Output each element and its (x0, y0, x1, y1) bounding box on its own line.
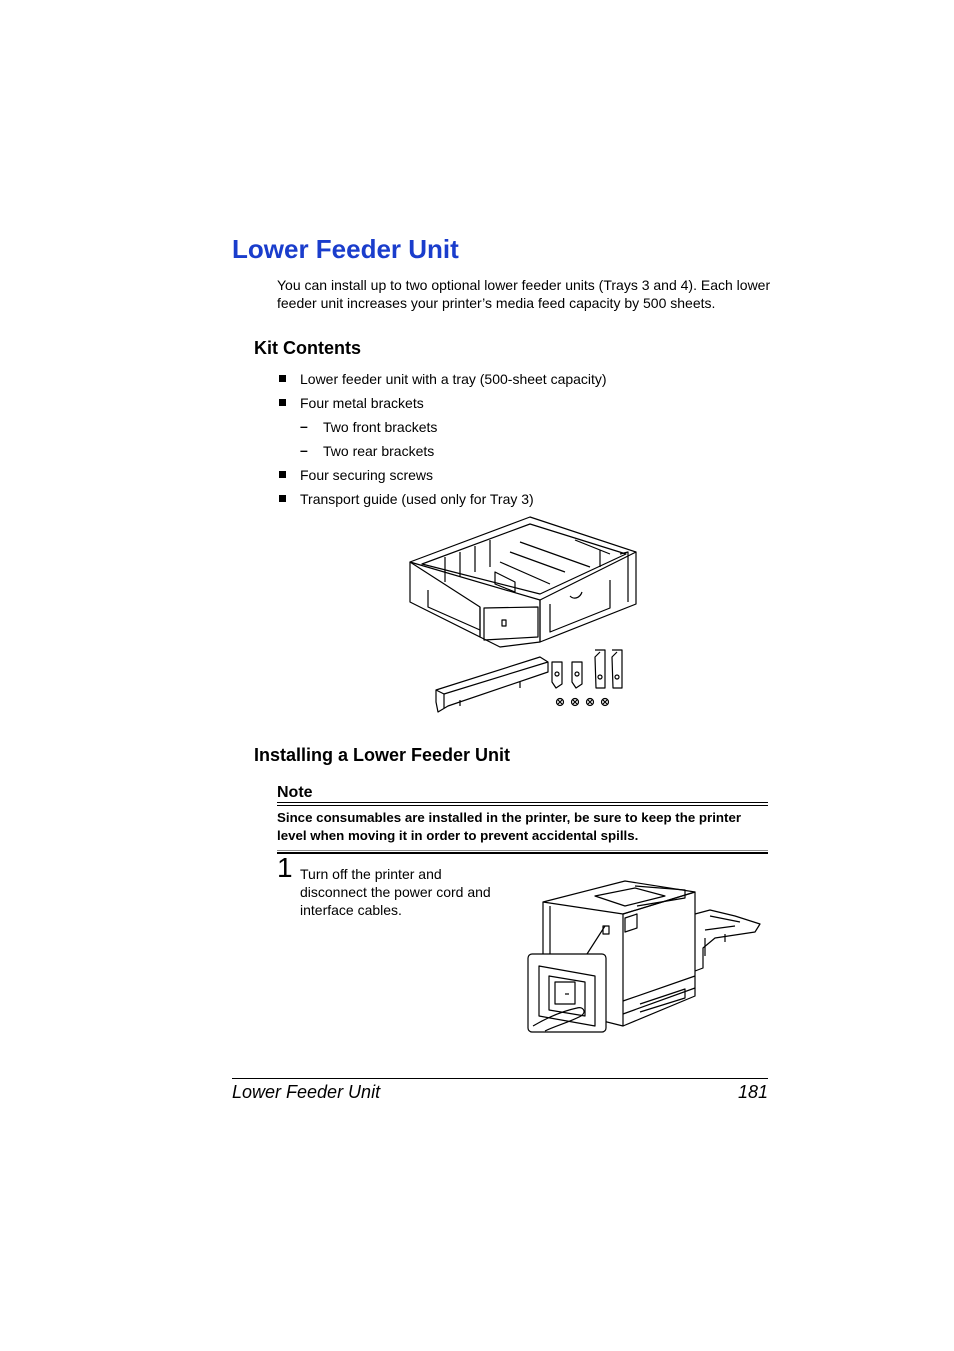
note-label: Note (277, 784, 313, 801)
list-item: Four metal brackets (300, 395, 424, 411)
footer-rule (232, 1078, 768, 1079)
note-top-rule (277, 802, 768, 803)
bullet-square-icon (279, 399, 286, 406)
list-item: Transport guide (used only for Tray 3) (300, 491, 534, 507)
transport-guide-drawing (435, 656, 549, 713)
dash-bullet-icon: – (300, 418, 308, 434)
kit-contents-heading: Kit Contents (254, 338, 361, 358)
note-text: Since consumables are installed in the p… (277, 810, 742, 843)
installing-heading: Installing a Lower Feeder Unit (254, 745, 511, 765)
securing-screws-drawing (555, 697, 610, 707)
list-item: Four securing screws (300, 467, 434, 483)
page-title: Lower Feeder Unit (232, 234, 459, 264)
note-bottom-rule (277, 852, 768, 854)
note-top-rule (277, 805, 768, 806)
dash-bullet-icon: – (300, 442, 308, 458)
metal-brackets-drawing (551, 649, 623, 689)
list-item: Lower feeder unit with a tray (500-sheet… (300, 371, 607, 387)
intro-paragraph: You can install up to two optional lower… (277, 277, 771, 311)
note-bottom-rule (277, 850, 768, 851)
lower-feeder-unit-drawing (409, 516, 637, 648)
page-number: 181 (737, 1082, 768, 1102)
footer-title: Lower Feeder Unit (232, 1082, 381, 1102)
kit-contents-illustration (409, 516, 637, 713)
step-number: 1 (277, 852, 293, 883)
bullet-square-icon (279, 471, 286, 478)
bullet-square-icon (279, 495, 286, 502)
power-switch-callout (527, 925, 607, 1033)
sub-list-item: Two rear brackets (323, 443, 435, 459)
step-text: Turn off the printer and disconnect the … (300, 866, 491, 918)
sub-list-item: Two front brackets (323, 419, 438, 435)
printer-power-switch-illustration (527, 880, 761, 1033)
bullet-square-icon (279, 375, 286, 382)
